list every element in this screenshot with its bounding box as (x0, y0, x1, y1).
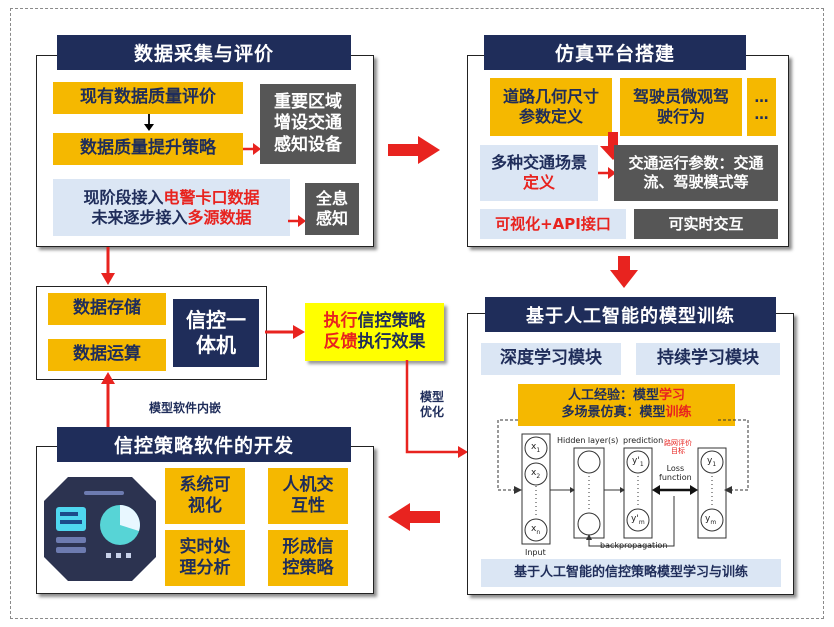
nn-ypm-main: y' (631, 514, 639, 524)
nn-yp1-sub: 1 (639, 460, 644, 468)
sim-prefix: 多场景仿真：模型 (561, 405, 666, 420)
box-system-visual: 系统可视化 (165, 468, 245, 524)
exp-red: 学习 (659, 388, 686, 404)
nn-ypm-sub: m (638, 518, 645, 526)
box-execute-feedback: 执行信控策略 反馈执行效果 (305, 303, 444, 361)
box-driver-behavior: 驾驶员微观驾驶行为 (620, 78, 742, 136)
arrow-right-to-execute (265, 325, 305, 339)
feedback-red: 反馈 (323, 332, 358, 352)
nn-x2-sub: 2 (536, 472, 541, 480)
neural-network-diagram (497, 419, 749, 547)
nn-node-y1: y1 (707, 456, 716, 468)
dashboard-illustration-icon (44, 477, 156, 581)
nn-y1-main: y (707, 456, 713, 466)
exp-prefix: 人工经验：模型 (567, 388, 659, 404)
box-data-access: 现阶段接入电警卡口数据 未来逐步接入多源数据 (53, 179, 290, 236)
box-deep-learning: 深度学习模块 (481, 343, 621, 375)
arrow-down-big-right (610, 256, 638, 288)
arrow-right-red-scene (598, 167, 616, 179)
nn-input-label: Input (525, 548, 546, 557)
box-continuous-learning: 持续学习模块 (636, 343, 780, 375)
arrow-up-embed (101, 372, 115, 434)
nn-hidden-label: Hidden layer(s) (557, 436, 619, 445)
nn-x1-main: x (531, 442, 537, 452)
box-road-geometry: 道路几何尺寸参数定义 (490, 78, 612, 136)
nn-x1-sub: 1 (536, 446, 541, 454)
box-more-params: … … (747, 78, 776, 136)
arrow-right-red-access (288, 215, 306, 227)
access-line1-red: 电警卡口数据 (163, 187, 260, 207)
box-data-compute: 数据运算 (48, 339, 166, 371)
box-existing-quality: 现有数据质量评价 (53, 82, 243, 114)
nn-ym-sub: m (710, 518, 717, 526)
box-ai-caption: 基于人工智能的信控策略模型学习与训练 (481, 559, 781, 587)
nn-x2-main: x (531, 468, 537, 478)
nn-backprop-label: backpropagation (600, 541, 668, 550)
label-model-embed: 模型软件内嵌 (148, 400, 221, 415)
nn-xn-main: x (531, 524, 537, 534)
nn-ym-main: y (705, 514, 711, 524)
scene-red: 定义 (522, 173, 555, 192)
arrow-left-big-bottom (388, 503, 440, 531)
nn-node-x2: x2 (531, 468, 540, 480)
box-quality-strategy: 数据质量提升策略 (53, 133, 243, 165)
nn-node-ym: ym (705, 514, 716, 526)
access-line2-red: 多源数据 (187, 207, 252, 227)
box-realtime-analysis: 实时处理分析 (165, 530, 245, 586)
box-experience-simulation: 人工经验：模型学习 多场景仿真：模型训练 (518, 384, 735, 426)
feedback-rest: 执行效果 (357, 332, 426, 352)
execute-red: 执行 (323, 310, 358, 331)
box-realtime-interact: 可实时交互 (634, 209, 778, 239)
box-form-strategy: 形成信控策略 (268, 530, 348, 586)
nn-node-yp1: y'1 (632, 456, 644, 468)
nn-prediction-label: prediction (623, 436, 664, 445)
nn-yp1-main: y' (632, 456, 640, 466)
nn-y1-sub: 1 (712, 460, 717, 468)
box-visual-api: 可视化+API接口 (480, 209, 626, 239)
nn-xn-sub: n (536, 528, 541, 536)
arrow-down-left (101, 247, 115, 285)
arrow-model-optimize (405, 360, 468, 458)
title-data-collection: 数据采集与评价 (57, 35, 351, 70)
arrow-right-big-top (388, 136, 440, 164)
box-traffic-scene: 多种交通场景定义 (480, 145, 598, 201)
sim-red: 训练 (665, 405, 692, 420)
nn-node-ypm: y'm (631, 514, 645, 526)
execute-rest: 信控策略 (357, 310, 426, 331)
title-simulation: 仿真平台搭建 (484, 35, 746, 70)
access-line2-prefix: 未来逐步接入 (91, 207, 188, 227)
label-model-optimize: 模型 优化 (419, 390, 444, 419)
nn-node-x1: x1 (531, 442, 540, 454)
box-run-params: 交通运行参数：交通流、驾驶模式等 (614, 145, 778, 201)
box-key-area-sensors: 重要区域增设交通感知设备 (260, 84, 356, 164)
nn-loss-label: Loss function (659, 464, 692, 482)
box-data-storage: 数据存储 (48, 293, 166, 325)
arrow-down-small (144, 114, 154, 131)
box-holographic: 全息感知 (305, 183, 359, 235)
nn-node-xn: xn (531, 524, 540, 536)
title-software: 信控策略软件的开发 (57, 427, 351, 462)
box-signal-machine: 信控一体机 (173, 299, 259, 367)
nn-eval-tag: 路网评价目标 (663, 439, 693, 456)
scene-prefix: 多种交通场景 (490, 153, 587, 172)
access-line1-prefix: 现阶段接入 (83, 187, 164, 207)
outer-dashed-frame (10, 8, 824, 619)
title-ai-training: 基于人工智能的模型训练 (485, 297, 776, 332)
arrow-right-red-small (243, 143, 261, 155)
box-hmi: 人机交互性 (268, 468, 348, 524)
